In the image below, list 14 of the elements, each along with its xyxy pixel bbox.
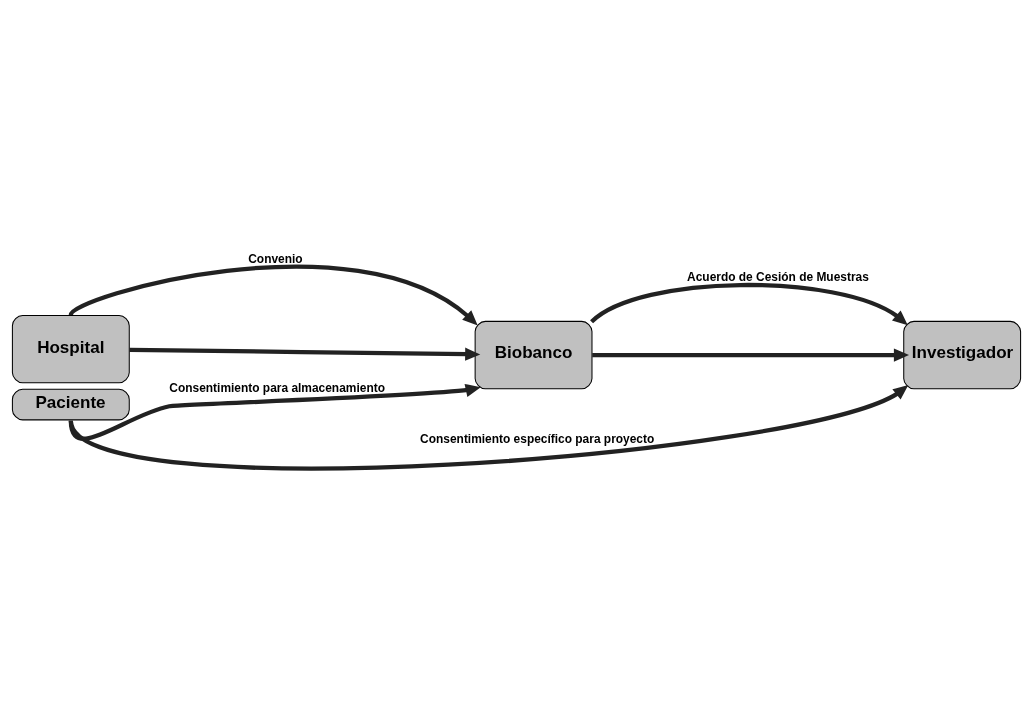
arrow bbox=[590, 282, 908, 325]
arrow bbox=[68, 383, 481, 441]
edge-label: Acuerdo de Cesión de Muestras bbox=[687, 269, 869, 284]
node-box: Hospital bbox=[11, 314, 130, 383]
edge-label: Consentimiento específico para proyecto bbox=[420, 431, 655, 446]
node-box: Biobanco bbox=[474, 320, 593, 389]
arrow bbox=[69, 384, 909, 470]
arrow bbox=[69, 264, 478, 325]
edge-label: Convenio bbox=[248, 251, 303, 266]
arrow bbox=[592, 347, 910, 362]
arrow bbox=[129, 347, 481, 361]
node-box: Paciente bbox=[11, 388, 130, 420]
node-box: Investigador bbox=[903, 320, 1022, 389]
edge-label: Consentimiento para almacenamiento bbox=[169, 380, 385, 395]
